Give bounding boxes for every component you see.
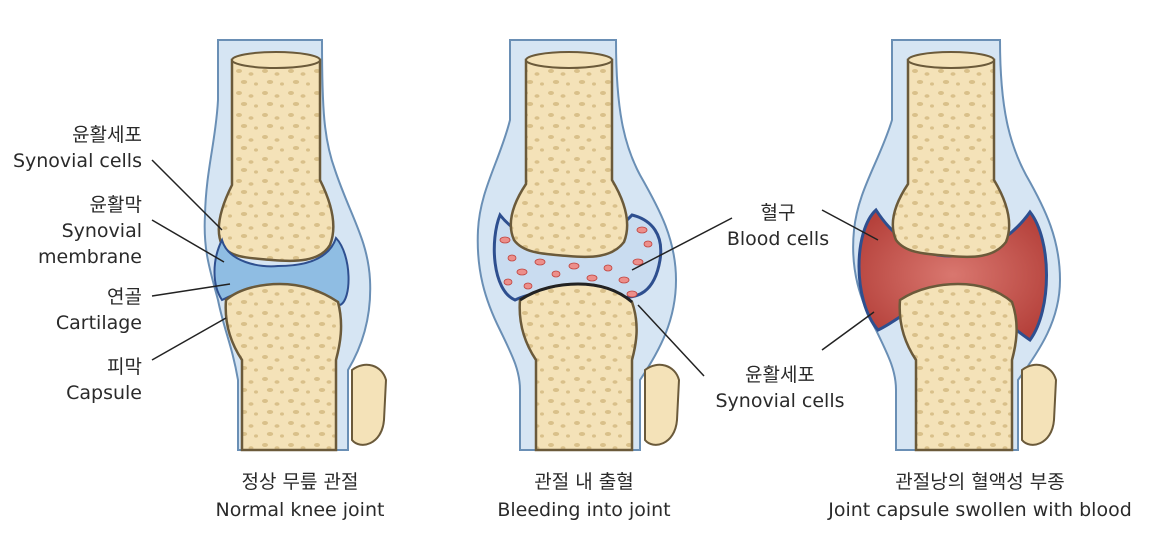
label-synovial-cells: 윤활세포 Synovial cells bbox=[12, 124, 142, 172]
normal-knee-joint bbox=[203, 39, 388, 452]
caption-joint-capsule-swollen: 관절낭의 혈액성 부종 Joint capsule swollen with b… bbox=[828, 471, 1132, 521]
tibia bbox=[898, 282, 1018, 452]
label-synovial-membrane: 윤활막 Synovial membrane bbox=[38, 194, 142, 268]
label-cartilage: 연골 Cartilage bbox=[55, 286, 142, 334]
caption-normal-knee-joint: 정상 무릎 관절 Normal knee joint bbox=[215, 471, 385, 521]
tibia bbox=[518, 282, 638, 452]
tibia bbox=[224, 282, 343, 452]
label-synovial-cells-right: 윤활세포 Synovial cells bbox=[715, 364, 845, 412]
label-capsule: 피막 Capsule bbox=[66, 356, 142, 404]
femur bbox=[509, 58, 629, 259]
femur bbox=[217, 58, 335, 263]
femur bbox=[891, 58, 1011, 259]
bleeding-joint bbox=[476, 39, 681, 452]
label-blood-cells: 혈구 Blood cells bbox=[726, 202, 830, 250]
swollen-capsule-joint bbox=[852, 39, 1062, 452]
leader-lines bbox=[151, 159, 879, 377]
blood-cells bbox=[499, 226, 653, 298]
caption-bleeding-into-joint: 관절 내 출혈 Bleeding into joint bbox=[497, 471, 671, 521]
